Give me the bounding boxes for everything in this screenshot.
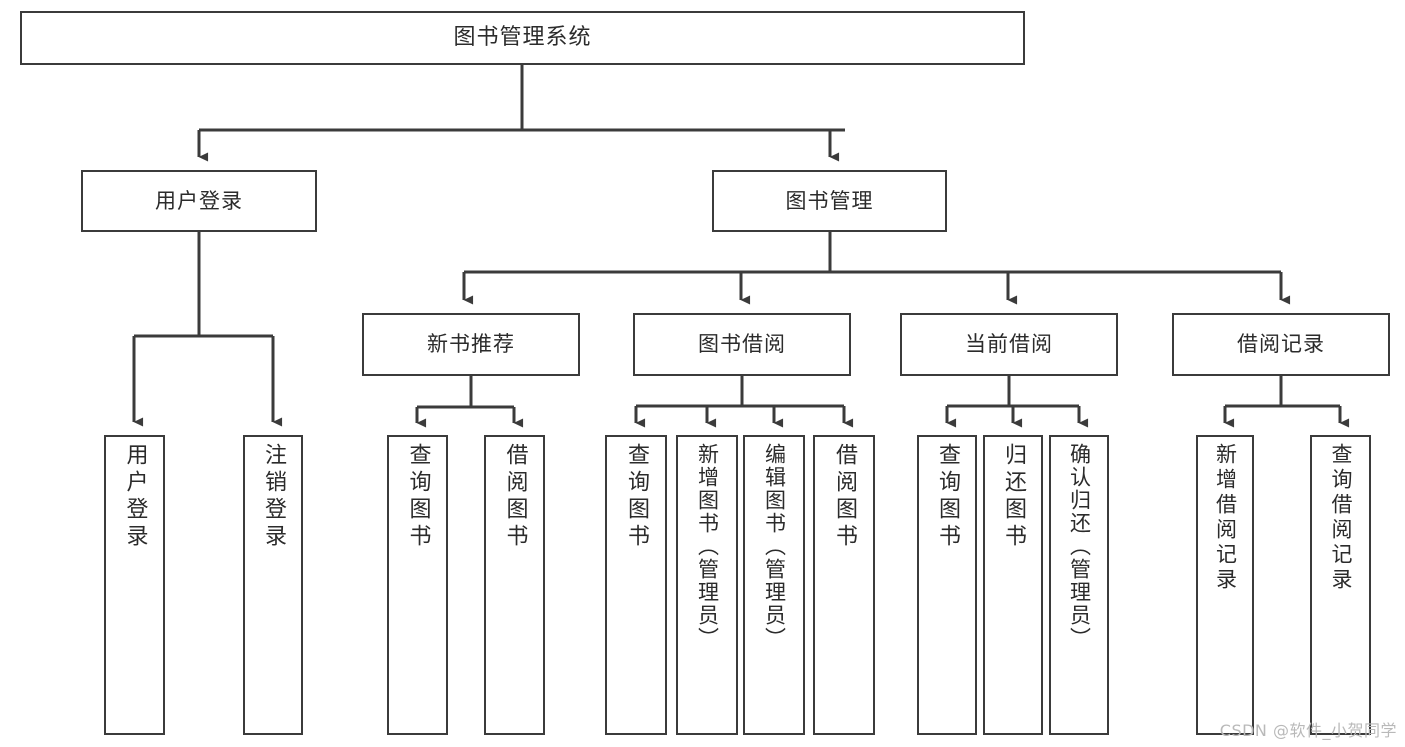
node-label: 新增图书（管理员） (695, 443, 720, 650)
node-new-book-rec[interactable]: 新书推荐 (362, 313, 580, 376)
node-leaf-query-book-1[interactable]: 查询图书 (387, 435, 448, 735)
node-label: 查询图书 (624, 443, 649, 551)
node-current-borrow[interactable]: 当前借阅 (900, 313, 1118, 376)
node-label: 图书管理 (785, 188, 874, 213)
node-leaf-return-book[interactable]: 归还图书 (983, 435, 1043, 735)
node-leaf-query-book-2[interactable]: 查询图书 (605, 435, 667, 735)
node-label: 图书管理系统 (453, 25, 592, 51)
node-leaf-query-record[interactable]: 查询借阅记录 (1310, 435, 1371, 735)
node-leaf-confirm-return[interactable]: 确认归还（管理员） (1049, 435, 1109, 735)
node-label: 归还图书 (1001, 443, 1026, 551)
watermark-text: CSDN @软件_小贺同学 (1219, 721, 1397, 740)
node-label: 注销登录 (261, 443, 286, 551)
node-label: 用户登录 (155, 188, 243, 213)
node-label: 查询借阅记录 (1329, 443, 1353, 593)
node-leaf-add-record[interactable]: 新增借阅记录 (1196, 435, 1254, 735)
node-label: 新增借阅记录 (1213, 443, 1238, 593)
node-leaf-add-book[interactable]: 新增图书（管理员） (676, 435, 738, 735)
node-borrow-record[interactable]: 借阅记录 (1172, 313, 1390, 376)
node-leaf-logout[interactable]: 注销登录 (243, 435, 303, 735)
node-label: 新书推荐 (427, 332, 515, 357)
node-label: 用户登录 (122, 443, 148, 551)
node-label: 图书借阅 (698, 332, 786, 357)
node-label: 当前借阅 (965, 332, 1053, 357)
node-label: 确认归还（管理员） (1067, 443, 1092, 650)
node-leaf-edit-book[interactable]: 编辑图书（管理员） (743, 435, 805, 735)
node-user-login[interactable]: 用户登录 (81, 170, 317, 232)
node-label: 借阅图书 (832, 443, 857, 551)
node-label: 编辑图书（管理员） (762, 443, 787, 650)
node-book-borrow[interactable]: 图书借阅 (633, 313, 851, 376)
node-label: 查询图书 (405, 443, 431, 551)
node-leaf-query-book-3[interactable]: 查询图书 (917, 435, 977, 735)
node-leaf-borrow-book-1[interactable]: 借阅图书 (484, 435, 545, 735)
node-leaf-user-login[interactable]: 用户登录 (104, 435, 165, 735)
node-label: 借阅记录 (1237, 332, 1325, 357)
node-label: 借阅图书 (502, 443, 528, 551)
node-book-manage[interactable]: 图书管理 (712, 170, 947, 232)
node-leaf-borrow-book-2[interactable]: 借阅图书 (813, 435, 875, 735)
node-label: 查询图书 (935, 443, 960, 551)
node-root-system[interactable]: 图书管理系统 (20, 11, 1025, 65)
